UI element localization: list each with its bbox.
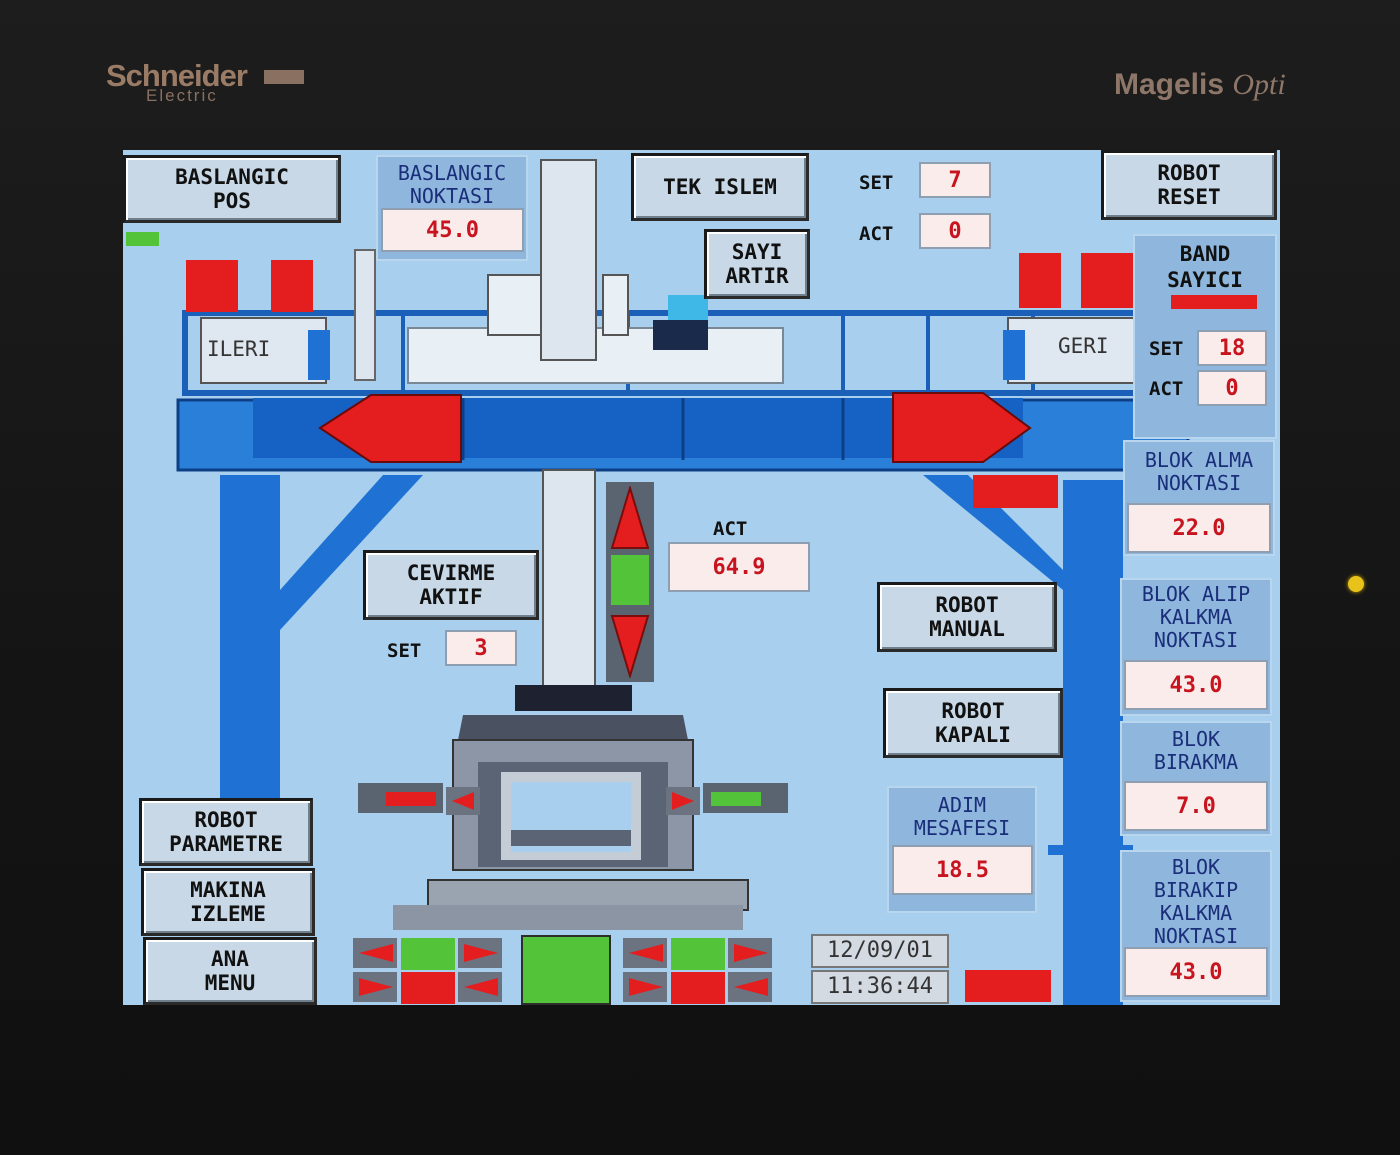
right-jog-status-red — [671, 972, 725, 1004]
band-set-value[interactable]: 18 — [1197, 330, 1267, 366]
vertical-act-value: 64.9 — [668, 542, 810, 592]
blok-alip-kalkma-value[interactable]: 43.0 — [1124, 660, 1268, 710]
ana-menu-button[interactable]: ANA MENU — [143, 937, 317, 1005]
blok-alma-value[interactable]: 22.0 — [1127, 503, 1271, 553]
right-column — [1063, 480, 1123, 1005]
adim-mesafesi-label: ADIM MESAFESI — [913, 793, 1011, 840]
band-act-value: 0 — [1197, 370, 1267, 406]
robot-manual-button[interactable]: ROBOT MANUAL — [877, 582, 1057, 652]
blok-birakma-label: BLOK BIRAKMA — [1153, 727, 1239, 774]
gantry-structure — [126, 159, 1248, 1005]
left-jog-right-arrow-2-icon[interactable] — [353, 972, 397, 1002]
blok-alma-label: BLOK ALMA NOKTASI — [1144, 448, 1254, 495]
down-arrow-icon[interactable] — [610, 612, 650, 678]
right-jog-left-arrow-icon[interactable] — [623, 938, 667, 968]
baslangic-noktasi-label: BASLANGIC NOKTASI — [397, 161, 507, 208]
gripper-plate — [458, 715, 688, 740]
counter-set-label: SET — [859, 172, 894, 194]
ileri-indicator-1 — [186, 260, 238, 312]
right-jog-status-green — [671, 938, 725, 970]
left-jog-left-arrow-2-icon[interactable] — [458, 972, 502, 1002]
brand-subtitle: Electric — [146, 86, 218, 105]
left-clamp-arrow-icon[interactable] — [446, 787, 480, 815]
vertical-mast — [540, 159, 597, 361]
vertical-act-label: ACT — [713, 518, 748, 540]
left-jog-status-red — [401, 972, 455, 1004]
cevirme-set-value[interactable]: 3 — [445, 630, 517, 666]
ileri-block — [200, 317, 327, 384]
geri-block — [1007, 317, 1139, 384]
left-brace — [280, 475, 423, 630]
date-display: 12/09/01 — [811, 934, 949, 968]
block-indicator — [973, 475, 1058, 508]
geri-label[interactable]: GERI — [1058, 334, 1109, 358]
band-sayici-status — [1171, 295, 1257, 309]
band-set-label: SET — [1149, 338, 1184, 360]
baslangic-pos-button[interactable]: BASLANGIC POS — [123, 155, 341, 223]
geri-arrow — [892, 392, 1032, 463]
right-clamp-arrow-icon[interactable] — [666, 787, 700, 815]
model-name-text: Magelis — [1114, 68, 1225, 101]
baslangic-noktasi-value[interactable]: 45.0 — [381, 208, 524, 252]
adim-mesafesi-value[interactable]: 18.5 — [892, 845, 1033, 895]
right-jog-left-arrow-2-icon[interactable] — [728, 972, 772, 1002]
cevirme-set-label: SET — [387, 640, 422, 662]
brand-logo: Schneider — [106, 58, 248, 93]
gripper-top — [515, 685, 632, 711]
tek-islem-button[interactable]: TEK ISLEM — [631, 153, 809, 221]
left-column — [220, 475, 280, 830]
blok-birakip-kalkma-value[interactable]: 43.0 — [1124, 947, 1268, 997]
right-brace — [923, 475, 1063, 590]
right-jog-right-arrow-2-icon[interactable] — [623, 972, 667, 1002]
center-status-green — [521, 935, 611, 1005]
left-jog-status-green — [401, 938, 455, 970]
geri-indicator-2 — [1081, 253, 1133, 308]
vertical-position-indicator — [611, 555, 649, 605]
mast-lower — [542, 469, 596, 691]
sayi-artir-button[interactable]: SAYI ARTIR — [704, 229, 810, 299]
alarm-indicator — [965, 970, 1051, 1002]
geri-indicator-1 — [1019, 253, 1061, 308]
model-suffix: Opti — [1232, 68, 1286, 101]
ileri-indicator-2 — [271, 260, 313, 312]
band-sayici-title: BAND SAYICI — [1167, 242, 1243, 292]
blok-birakma-value[interactable]: 7.0 — [1124, 781, 1268, 831]
counter-act-value: 0 — [919, 213, 991, 249]
robot-parametre-button[interactable]: ROBOT PARAMETRE — [139, 798, 313, 866]
time-display: 11:36:44 — [811, 970, 949, 1004]
band-act-label: ACT — [1149, 378, 1184, 400]
hmi-screen: BASLANGIC POS BASLANGIC NOKTASI 45.0 TEK… — [123, 150, 1280, 1005]
ileri-label[interactable]: ILERI — [207, 337, 271, 361]
blok-alip-kalkma-label: BLOK ALIP KALKMA NOKTASI — [1141, 582, 1251, 652]
right-column-collar — [1048, 845, 1133, 855]
cevirme-aktif-button[interactable]: CEVIRME AKTIF — [363, 550, 539, 620]
counter-set-value[interactable]: 7 — [919, 162, 991, 198]
right-jog-right-arrow-icon[interactable] — [728, 938, 772, 968]
robot-reset-button[interactable]: ROBOT RESET — [1101, 150, 1277, 220]
ileri-arrow — [318, 394, 462, 463]
makina-izleme-button[interactable]: MAKINA IZLEME — [141, 868, 315, 936]
blok-birakip-kalkma-label: BLOK BIRAKIP KALKMA NOKTASI — [1153, 855, 1239, 948]
up-arrow-icon[interactable] — [610, 486, 650, 550]
left-jog-right-arrow-icon[interactable] — [458, 938, 502, 968]
left-jog-left-arrow-icon[interactable] — [353, 938, 397, 968]
pos-ok-indicator — [126, 232, 159, 246]
model-name: Magelis Opti — [1114, 68, 1286, 102]
brand-logo-bar — [264, 70, 304, 84]
power-led — [1348, 576, 1364, 592]
counter-act-label: ACT — [859, 223, 894, 245]
robot-kapali-button[interactable]: ROBOT KAPALI — [883, 688, 1063, 758]
